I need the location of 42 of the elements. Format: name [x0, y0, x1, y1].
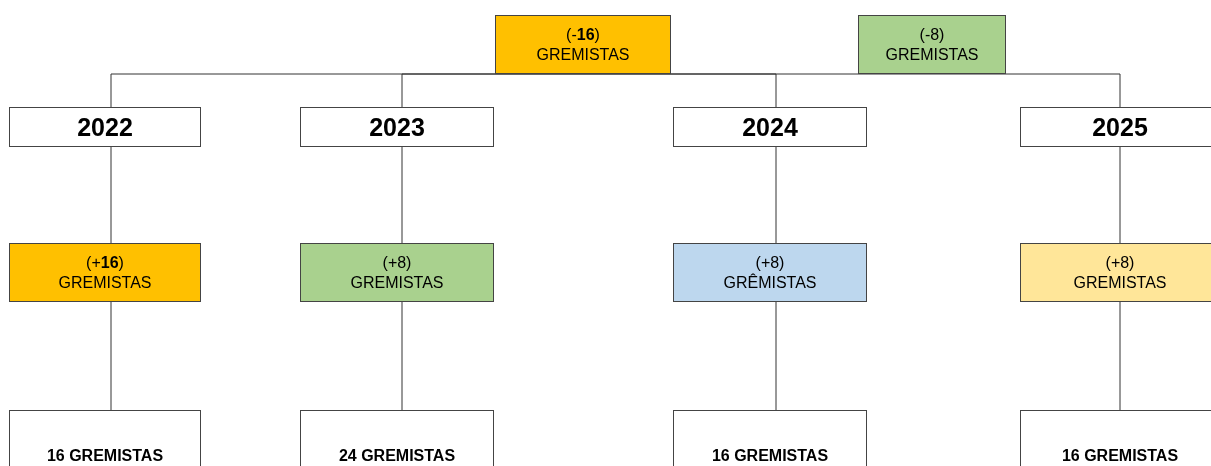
- year-box: [9, 107, 201, 147]
- total-label: 16 GREMISTAS: [46, 446, 164, 466]
- connector-line: [1119, 301, 1121, 411]
- change-box: [673, 243, 867, 302]
- year-label: 2022: [77, 112, 133, 142]
- change-box: [1020, 243, 1211, 302]
- total-label: 16 GREMISTAS: [711, 446, 829, 466]
- change-label: GRÊMISTAS: [723, 272, 817, 292]
- change-label: (+16): [86, 253, 124, 273]
- change-label: (+8): [755, 253, 785, 273]
- change-box: [300, 243, 494, 302]
- connector-line: [775, 301, 777, 411]
- total-box: [673, 410, 867, 466]
- year-box: [1020, 107, 1211, 147]
- connector-line: [110, 301, 112, 411]
- connector-line: [1119, 146, 1121, 244]
- total-label: 16 GREMISTAS: [1061, 446, 1179, 466]
- change-box: [858, 15, 1006, 74]
- change-label: GREMISTAS: [885, 44, 979, 64]
- change-label: GREMISTAS: [350, 272, 444, 292]
- connector-line: [775, 146, 777, 244]
- connector-line: [110, 146, 112, 244]
- year-label: 2024: [742, 112, 798, 142]
- change-label: GREMISTAS: [1073, 272, 1167, 292]
- connector-line: [401, 301, 403, 411]
- year-label: 2025: [1092, 112, 1148, 142]
- change-label: (-8): [919, 25, 945, 45]
- total-box: [1020, 410, 1211, 466]
- connector-line: [401, 146, 403, 244]
- total-box: [9, 410, 201, 466]
- change-label: GREMISTAS: [536, 44, 630, 64]
- change-label: (-16): [566, 25, 600, 45]
- change-box: [9, 243, 201, 302]
- change-box: [495, 15, 671, 74]
- total-label: 24 GREMISTAS: [338, 446, 456, 466]
- year-label: 2023: [369, 112, 425, 142]
- change-label: (+8): [1105, 253, 1135, 273]
- change-label: (+8): [382, 253, 412, 273]
- total-box: [300, 410, 494, 466]
- year-box: [673, 107, 867, 147]
- change-label: GREMISTAS: [58, 272, 152, 292]
- year-box: [300, 107, 494, 147]
